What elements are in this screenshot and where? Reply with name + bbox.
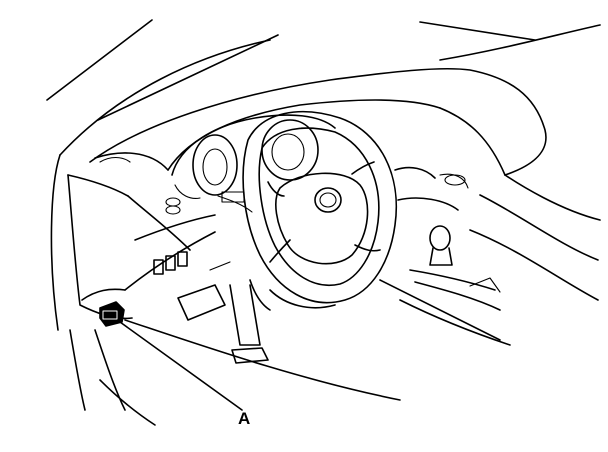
- left-dash-panel: [67, 174, 216, 320]
- connector-under-dash-left: [99, 301, 125, 327]
- pedals: [177, 261, 269, 364]
- floor-lines: [69, 279, 501, 426]
- center-console: [394, 166, 511, 346]
- callout-label-a: A: [238, 409, 251, 428]
- steering-wheel: [217, 111, 397, 311]
- windshield-pillar-lines: [46, 19, 601, 331]
- instrument-cluster: [171, 114, 336, 199]
- callout-leader-line: [119, 321, 243, 411]
